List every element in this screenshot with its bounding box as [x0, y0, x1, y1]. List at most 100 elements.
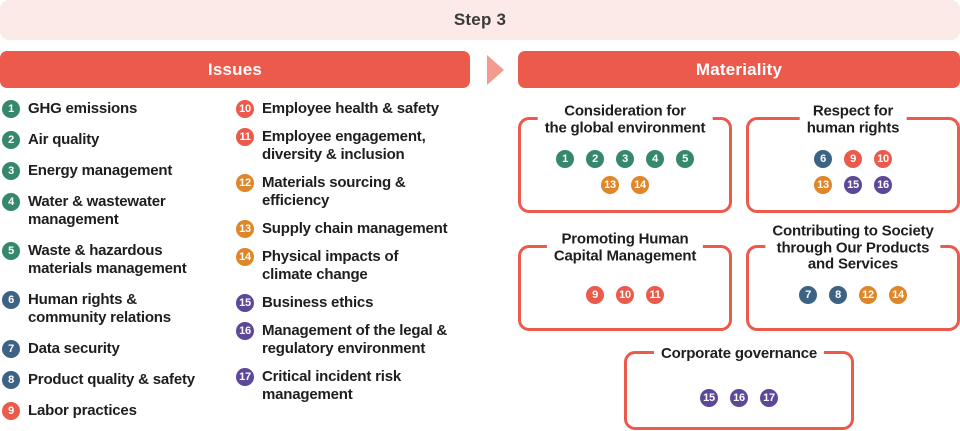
issue-item-9: 9 Labor practices: [2, 402, 236, 420]
number-badge-6-box2: 6: [814, 150, 832, 168]
step-banner-label: Step 3: [453, 10, 507, 29]
materiality-box-4: Contributing to Society through Our Prod…: [746, 223, 960, 331]
number-badge-5: 5: [2, 242, 20, 260]
issue-label: Business ethics: [262, 294, 374, 311]
number-badge-1-box1: 1: [556, 150, 574, 168]
issues-header: Issues: [0, 51, 470, 88]
issues-section: Issues 1 GHG emissions 2 Air quality 3 Energy…: [0, 51, 470, 430]
materiality-box-1: Consideration for the global environment…: [518, 103, 732, 213]
number-badge-10-box2: 10: [874, 150, 892, 168]
issue-label: Employee health & safety: [262, 100, 439, 117]
issue-label: Water & wastewater management: [28, 193, 166, 228]
number-badge-8-box4: 8: [829, 286, 847, 304]
issue-item-6: 6 Human rights & community relations: [2, 291, 236, 327]
issue-item-1: 1 GHG emissions: [2, 100, 236, 118]
number-badge-3: 3: [2, 162, 20, 180]
issue-item-17: 17 Critical incident risk management: [236, 368, 470, 404]
number-badge-16-box2: 16: [874, 176, 892, 194]
materiality-box-title: Promoting Human Capital Management: [546, 231, 704, 265]
issues-column-1: 1 GHG emissions 2 Air quality 3 Energy manage…: [2, 100, 236, 420]
issue-item-13: 13 Supply chain management: [236, 220, 470, 238]
issue-label: Air quality: [28, 131, 100, 148]
issue-label: Supply chain management: [262, 220, 448, 237]
number-badge-7-box4: 7: [799, 286, 817, 304]
number-badge-14-box4: 14: [889, 286, 907, 304]
number-badge-9-box2: 9: [844, 150, 862, 168]
materiality-badge-row: 9 10 11: [586, 286, 664, 304]
issue-label: Waste & hazardous materials management: [28, 242, 187, 277]
materiality-section: Materiality Consideration for the global…: [518, 51, 960, 430]
number-badge-4: 4: [2, 193, 20, 211]
number-badge-15: 15: [236, 294, 254, 312]
issue-item-10: 10 Employee health & safety: [236, 100, 470, 118]
number-badge-11-box3: 11: [646, 286, 664, 304]
triangle-right-icon: [487, 55, 504, 85]
issue-label: Energy management: [28, 162, 173, 179]
issue-label: Materials sourcing & efficiency: [262, 174, 406, 209]
number-badge-2: 2: [2, 131, 20, 149]
issue-label: GHG emissions: [28, 100, 138, 117]
number-badge-3-box1: 3: [616, 150, 634, 168]
materiality-row-1: Consideration for the global environment…: [518, 103, 960, 213]
issue-label: Employee engagement, diversity & inclusi…: [262, 128, 426, 163]
issue-item-4: 4 Water & wastewater management: [2, 193, 236, 229]
step-banner: Step 3: [0, 0, 960, 40]
materiality-box-title: Corporate governance: [653, 345, 825, 363]
number-badge-15-box2: 15: [844, 176, 862, 194]
materiality-badge-row: 13 14: [601, 176, 649, 194]
issue-label: Human rights & community relations: [28, 291, 171, 326]
number-badge-5-box1: 5: [676, 150, 694, 168]
issue-item-12: 12 Materials sourcing & efficiency: [236, 174, 470, 210]
issue-item-15: 15 Business ethics: [236, 294, 470, 312]
issue-label: Physical impacts of climate change: [262, 248, 399, 283]
number-badge-10-box3: 10: [616, 286, 634, 304]
number-badge-10: 10: [236, 100, 254, 118]
materiality-header: Materiality: [518, 51, 960, 88]
number-badge-13-box1: 13: [601, 176, 619, 194]
materiality-row-3: Corporate governance 15 16 17: [518, 345, 960, 430]
materiality-badge-row: 15 16 17: [700, 388, 778, 407]
issue-label: Data security: [28, 340, 120, 357]
issue-label: Critical incident risk management: [262, 368, 401, 403]
number-badge-16-box5: 16: [730, 388, 748, 407]
number-badge-17: 17: [236, 368, 254, 386]
materiality-box-title: Contributing to Society through Our Prod…: [765, 223, 941, 273]
number-badge-7: 7: [2, 340, 20, 358]
issue-item-2: 2 Air quality: [2, 131, 236, 149]
materiality-box-title: Respect for human rights: [799, 103, 907, 137]
number-badge-16: 16: [236, 322, 254, 340]
number-badge-17-box5: 17: [760, 388, 778, 407]
number-badge-12: 12: [236, 174, 254, 192]
number-badge-12-box4: 12: [859, 286, 877, 304]
materiality-box-title: Consideration for the global environment: [537, 103, 713, 137]
issue-item-5: 5 Waste & hazardous materials management: [2, 242, 236, 278]
number-badge-14-box1: 14: [631, 176, 649, 194]
number-badge-13-box2: 13: [814, 176, 832, 194]
materiality-box-3: Promoting Human Capital Management 9 10 11: [518, 231, 732, 331]
issues-list: 1 GHG emissions 2 Air quality 3 Energy manage…: [0, 100, 470, 420]
number-badge-2-box1: 2: [586, 150, 604, 168]
number-badge-9-box3: 9: [586, 286, 604, 304]
issue-label: Labor practices: [28, 402, 137, 419]
issue-label: Management of the legal & regulatory env…: [262, 322, 448, 357]
number-badge-1: 1: [2, 100, 20, 118]
number-badge-4-box1: 4: [646, 150, 664, 168]
number-badge-13: 13: [236, 220, 254, 238]
issue-label: Product quality & safety: [28, 371, 195, 388]
number-badge-9: 9: [2, 402, 20, 420]
issue-item-16: 16 Management of the legal & regulatory e…: [236, 322, 470, 358]
number-badge-6: 6: [2, 291, 20, 309]
materiality-row-2: Promoting Human Capital Management 9 10 11 C…: [518, 223, 960, 331]
issue-item-7: 7 Data security: [2, 340, 236, 358]
number-badge-15-box5: 15: [700, 388, 718, 407]
number-badge-14: 14: [236, 248, 254, 266]
issue-item-14: 14 Physical impacts of climate change: [236, 248, 470, 284]
